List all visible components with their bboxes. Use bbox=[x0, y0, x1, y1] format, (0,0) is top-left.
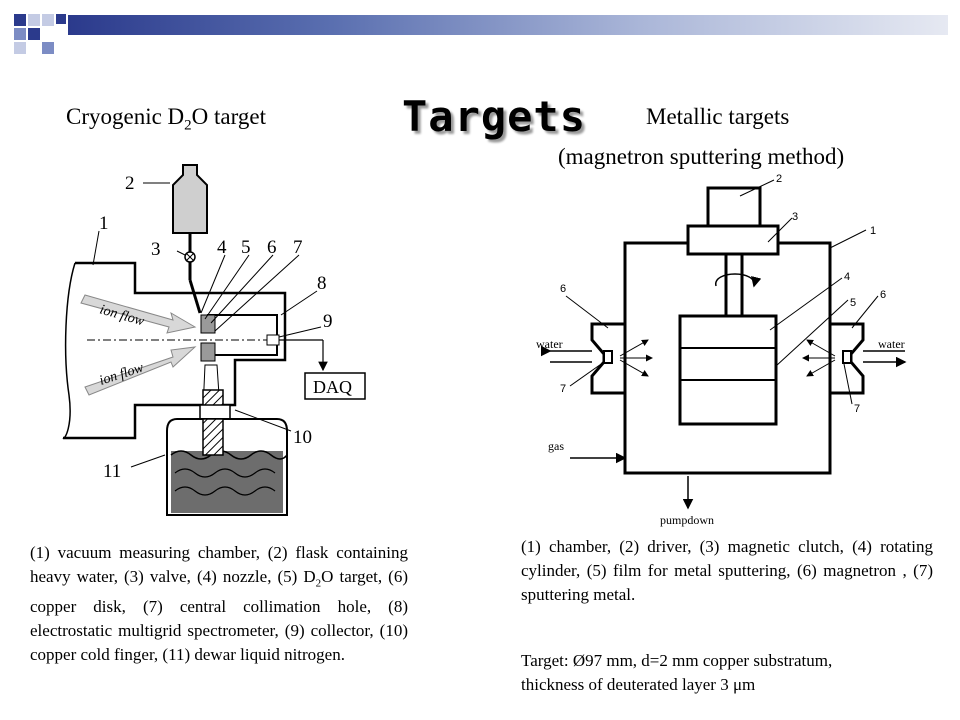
left-header-prefix: Cryogenic D bbox=[66, 104, 185, 129]
left-header-suffix: O target bbox=[191, 104, 266, 129]
label-10: 10 bbox=[293, 427, 312, 448]
right-caption-text: (1) chamber, (2) driver, (3) magnetic cl… bbox=[521, 537, 933, 604]
label-6: 6 bbox=[267, 237, 277, 258]
label-2: 2 bbox=[125, 173, 135, 194]
label-4: 4 bbox=[844, 271, 850, 283]
gas-label: gas bbox=[548, 439, 564, 453]
left-caption-part2: O target, (6) copper disk, (7) central c… bbox=[30, 567, 408, 665]
magnetron-sputtering-diagram: 2 3 1 4 5 6 6 7 7 water water gas pumpdo… bbox=[536, 173, 907, 527]
label-7: 7 bbox=[293, 237, 303, 258]
right-caption: (1) chamber, (2) driver, (3) magnetic cl… bbox=[521, 535, 933, 607]
label-5: 5 bbox=[850, 297, 856, 309]
label-8: 8 bbox=[317, 273, 327, 294]
pumpdown-label: pumpdown bbox=[660, 513, 714, 527]
cryogenic-target-diagram: DAQ ion flow ion flow 2 1 3 4 5 6 7 8 9 … bbox=[62, 164, 366, 516]
label-9: 9 bbox=[323, 311, 333, 332]
label-6-right: 6 bbox=[880, 289, 886, 301]
right-header-line1: Metallic targets bbox=[646, 104, 790, 129]
corner-square-7 bbox=[42, 42, 54, 54]
corner-square-6 bbox=[14, 42, 26, 54]
corner-square-1 bbox=[14, 14, 26, 26]
corner-square-2 bbox=[28, 14, 40, 26]
label-7-right: 7 bbox=[854, 403, 860, 415]
label-5: 5 bbox=[241, 237, 251, 258]
label-1: 1 bbox=[99, 213, 109, 234]
label-4: 4 bbox=[217, 237, 227, 258]
left-header: Cryogenic D2O target bbox=[66, 104, 266, 135]
label-3: 3 bbox=[792, 211, 798, 223]
corner-square-5 bbox=[14, 28, 26, 40]
corner-square-4 bbox=[28, 28, 40, 40]
label-6-left: 6 bbox=[560, 283, 566, 295]
label-2: 2 bbox=[776, 173, 782, 185]
title-bar-decoration bbox=[68, 15, 948, 35]
target-spec: Target: Ø97 mm, d=2 mm copper substratum… bbox=[521, 649, 941, 697]
slide-title: Targets bbox=[402, 92, 587, 141]
corner-square-8 bbox=[56, 14, 66, 24]
corner-square-3 bbox=[42, 14, 54, 26]
label-7-left: 7 bbox=[560, 383, 566, 395]
target-spec-line2: thickness of deuterated layer 3 μm bbox=[521, 675, 756, 694]
label-3: 3 bbox=[151, 239, 161, 260]
left-caption: (1) vacuum measuring chamber, (2) flask … bbox=[30, 541, 408, 667]
label-11: 11 bbox=[103, 461, 121, 482]
daq-label: DAQ bbox=[313, 377, 352, 397]
right-header-line2: (magnetron sputtering method) bbox=[558, 144, 845, 169]
left-caption-part1: (1) vacuum measuring chamber, (2) flask … bbox=[30, 543, 408, 586]
target-spec-line1: Target: Ø97 mm, d=2 mm copper substratum… bbox=[521, 651, 833, 670]
water-right-label: water bbox=[878, 337, 905, 351]
ion-flow-label-bottom: ion flow bbox=[98, 360, 147, 389]
left-header-sub: 2 bbox=[184, 117, 192, 134]
label-1: 1 bbox=[870, 225, 876, 237]
water-left-label: water bbox=[536, 337, 563, 351]
left-caption-sub: 2 bbox=[315, 577, 322, 590]
